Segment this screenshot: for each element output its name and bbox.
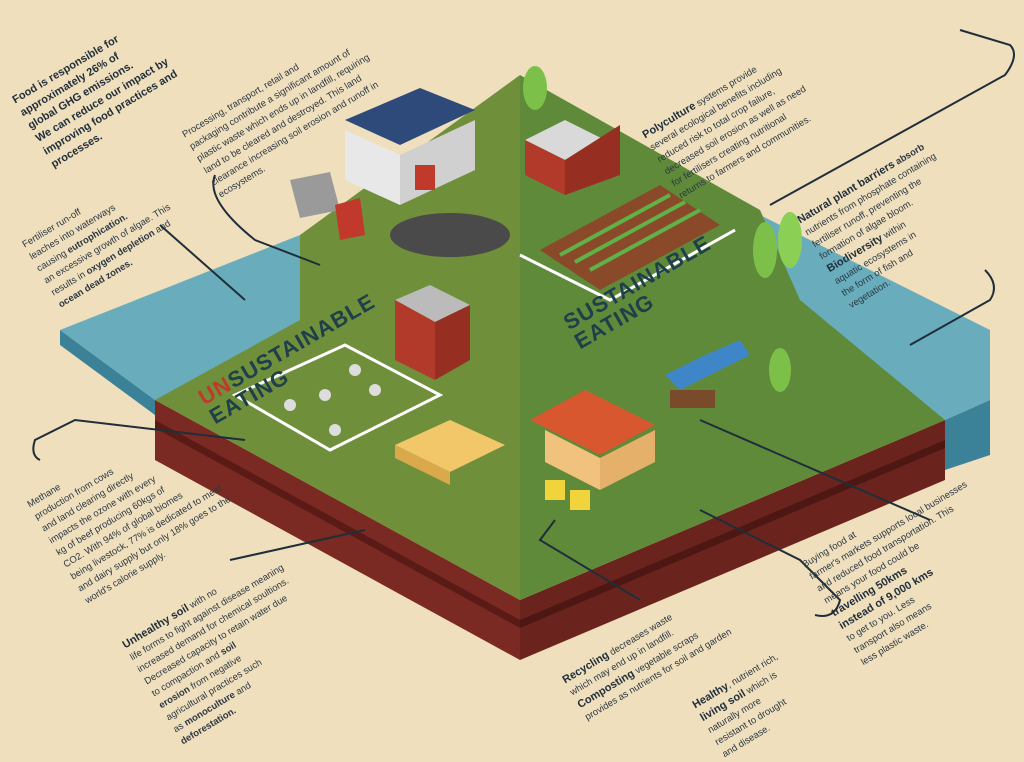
soil-left-side [155,400,520,660]
truck [290,172,365,240]
crop-field [540,185,720,290]
isometric-landscape [32,29,1015,660]
market-stalls [665,340,750,408]
water-right-side [945,400,990,470]
hay-bale [395,420,505,472]
tree [523,66,547,110]
cow-pen [231,343,444,452]
compost-bin [545,480,565,500]
water-right [760,215,990,420]
water-left [60,235,330,400]
infographic: UNSUSTAINABLE EATING SUSTAINABLE EATING … [11,29,1015,760]
barn-left [395,285,470,380]
house [530,390,655,490]
landfill-pit [390,213,510,257]
factory-building [345,88,475,205]
barn-right [525,120,620,195]
water-left-side [60,330,155,415]
